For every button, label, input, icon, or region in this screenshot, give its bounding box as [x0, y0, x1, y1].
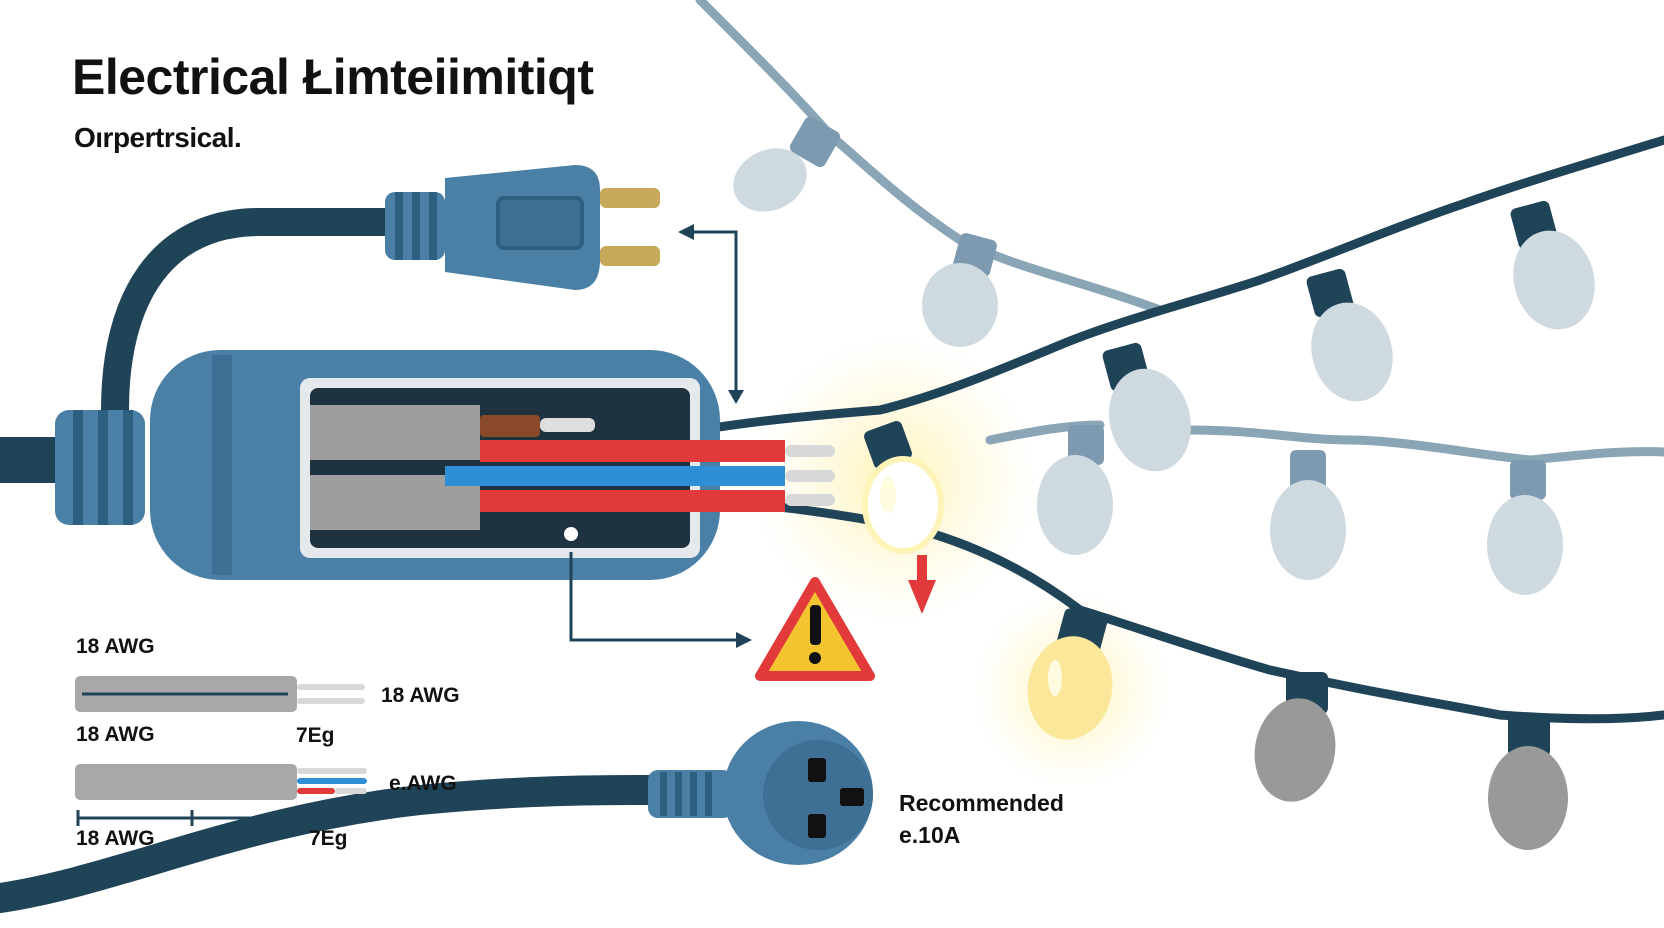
- gauge-label-wire-1-left: 18 AWG: [76, 723, 155, 746]
- gauge-label-scale-right: 7Eg: [309, 827, 348, 850]
- gauge-bar-2: [75, 764, 367, 800]
- gauge-label-wire-1-end: 7Eg: [296, 724, 335, 747]
- bulbs-dark: [1056, 200, 1595, 850]
- power-cord: [0, 208, 665, 913]
- gauge-label-top: 18 AWG: [76, 635, 155, 658]
- light-bulb-icon: [922, 233, 998, 347]
- gauge-bar-1: [75, 676, 365, 712]
- gauge-label-scale-left: 18 AWG: [76, 827, 155, 850]
- light-bulb-icon: [1270, 450, 1346, 580]
- light-bulb-icon: [1306, 268, 1393, 402]
- outlet-socket-icon: [648, 721, 873, 865]
- light-bulb-icon: [1254, 672, 1336, 802]
- recommended-value: e.10A: [899, 822, 961, 848]
- light-bulb-icon: [1027, 636, 1113, 740]
- light-bulb-icon: [1037, 425, 1113, 555]
- power-plug-icon: [385, 165, 660, 290]
- diagram-title: Electrical Łimteiimitiqt: [72, 49, 594, 105]
- strain-relief: [55, 410, 145, 525]
- gauge-label-wire-2-right: e.AWG: [389, 772, 457, 795]
- light-bulb-icon: [1102, 342, 1191, 472]
- bulbs-faded: [733, 116, 1563, 595]
- warning-triangle-icon: [755, 577, 875, 681]
- light-bulb-icon: [1510, 200, 1595, 330]
- light-bulb-icon: [862, 421, 944, 554]
- gauge-label-wire-1-right: 18 AWG: [381, 684, 460, 707]
- down-arrow-icon: [908, 555, 936, 614]
- light-bulb-icon: [733, 116, 841, 212]
- recommended-label: Recommended: [899, 790, 1064, 816]
- junction-box: [150, 350, 835, 580]
- diagram-subtitle: Oırpertrsical.: [74, 122, 242, 153]
- warning-arrow: [569, 552, 752, 648]
- light-bulb-icon: [1488, 715, 1568, 850]
- connection-arrow: [678, 224, 744, 404]
- gauge-scale: [76, 810, 314, 826]
- light-bulb-icon: [1487, 460, 1563, 595]
